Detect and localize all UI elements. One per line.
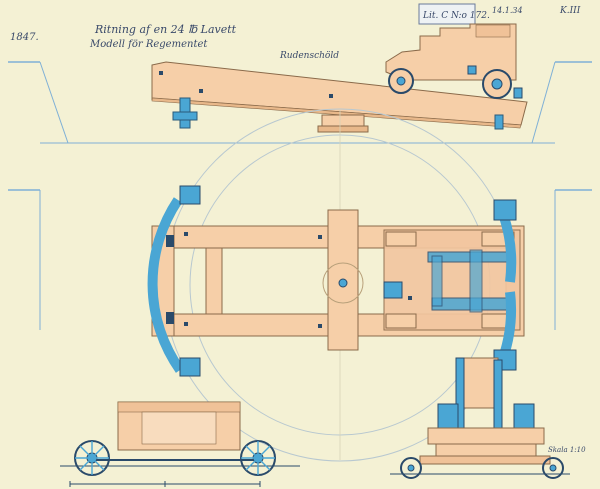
catalog-stamp: Lit. C N:o 172. <box>418 3 490 25</box>
end-elevation-right <box>390 357 570 479</box>
side-elevation-view <box>39 23 556 144</box>
left-end-wheel-rear <box>240 440 276 476</box>
title-signature: Rudenschöld <box>279 51 339 61</box>
right-end-wheel-right <box>542 457 564 479</box>
corner-catalog-mark: K.III <box>559 6 581 16</box>
title-line-1: Ritning af en 24 ℔ Lavett <box>94 23 237 36</box>
scale-note: Skala 1:10 <box>548 446 586 454</box>
left-end-wheel-front <box>74 440 110 476</box>
right-end-wheel-left <box>400 457 422 479</box>
carriage-rear-wheel <box>482 69 512 99</box>
corner-year-label: 1847. <box>10 32 39 43</box>
title-line-2: Modell för Regementet <box>89 39 208 50</box>
carriage-front-wheel <box>388 68 414 94</box>
sheet-number-label: 14.1.34 <box>492 6 523 15</box>
stamp-text: Lit. C N:o 172. <box>422 11 490 21</box>
title-block: Ritning af en 24 ℔ Lavett Modell för Reg… <box>89 23 339 61</box>
end-elevation-left <box>60 401 300 476</box>
sheet-border <box>8 61 592 330</box>
scale-bar <box>69 481 261 487</box>
